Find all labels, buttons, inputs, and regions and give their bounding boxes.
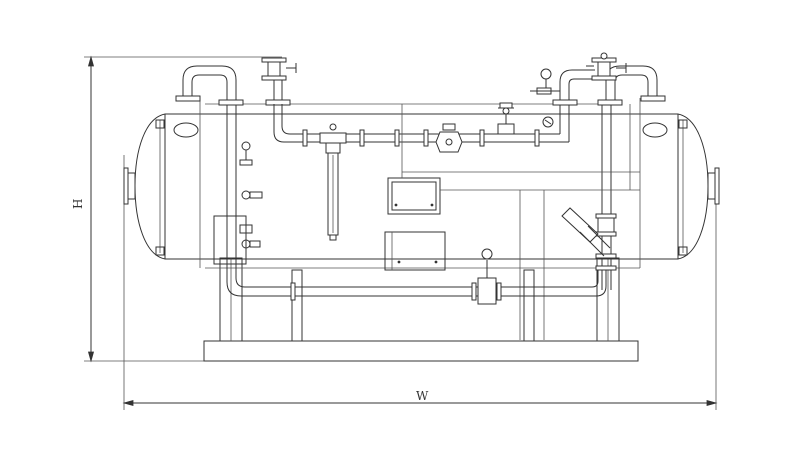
upper-header-pipe xyxy=(273,102,570,241)
height-label: H xyxy=(71,199,85,209)
left-top-piping xyxy=(175,65,244,118)
right-inner-gauge xyxy=(542,116,554,128)
control-panel xyxy=(384,177,446,271)
pressure-gauge-top-right xyxy=(530,68,560,95)
height-dimension: H xyxy=(71,55,282,363)
top-valve-right xyxy=(586,52,627,81)
left-instruments xyxy=(213,118,263,265)
right-downcomer xyxy=(561,105,617,290)
bottom-drain-pipe xyxy=(226,248,607,305)
width-dimension: W xyxy=(122,155,718,410)
base-skid xyxy=(203,257,639,362)
frame-lines xyxy=(401,104,640,340)
width-label: W xyxy=(416,389,429,403)
top-valve-left xyxy=(261,57,297,106)
